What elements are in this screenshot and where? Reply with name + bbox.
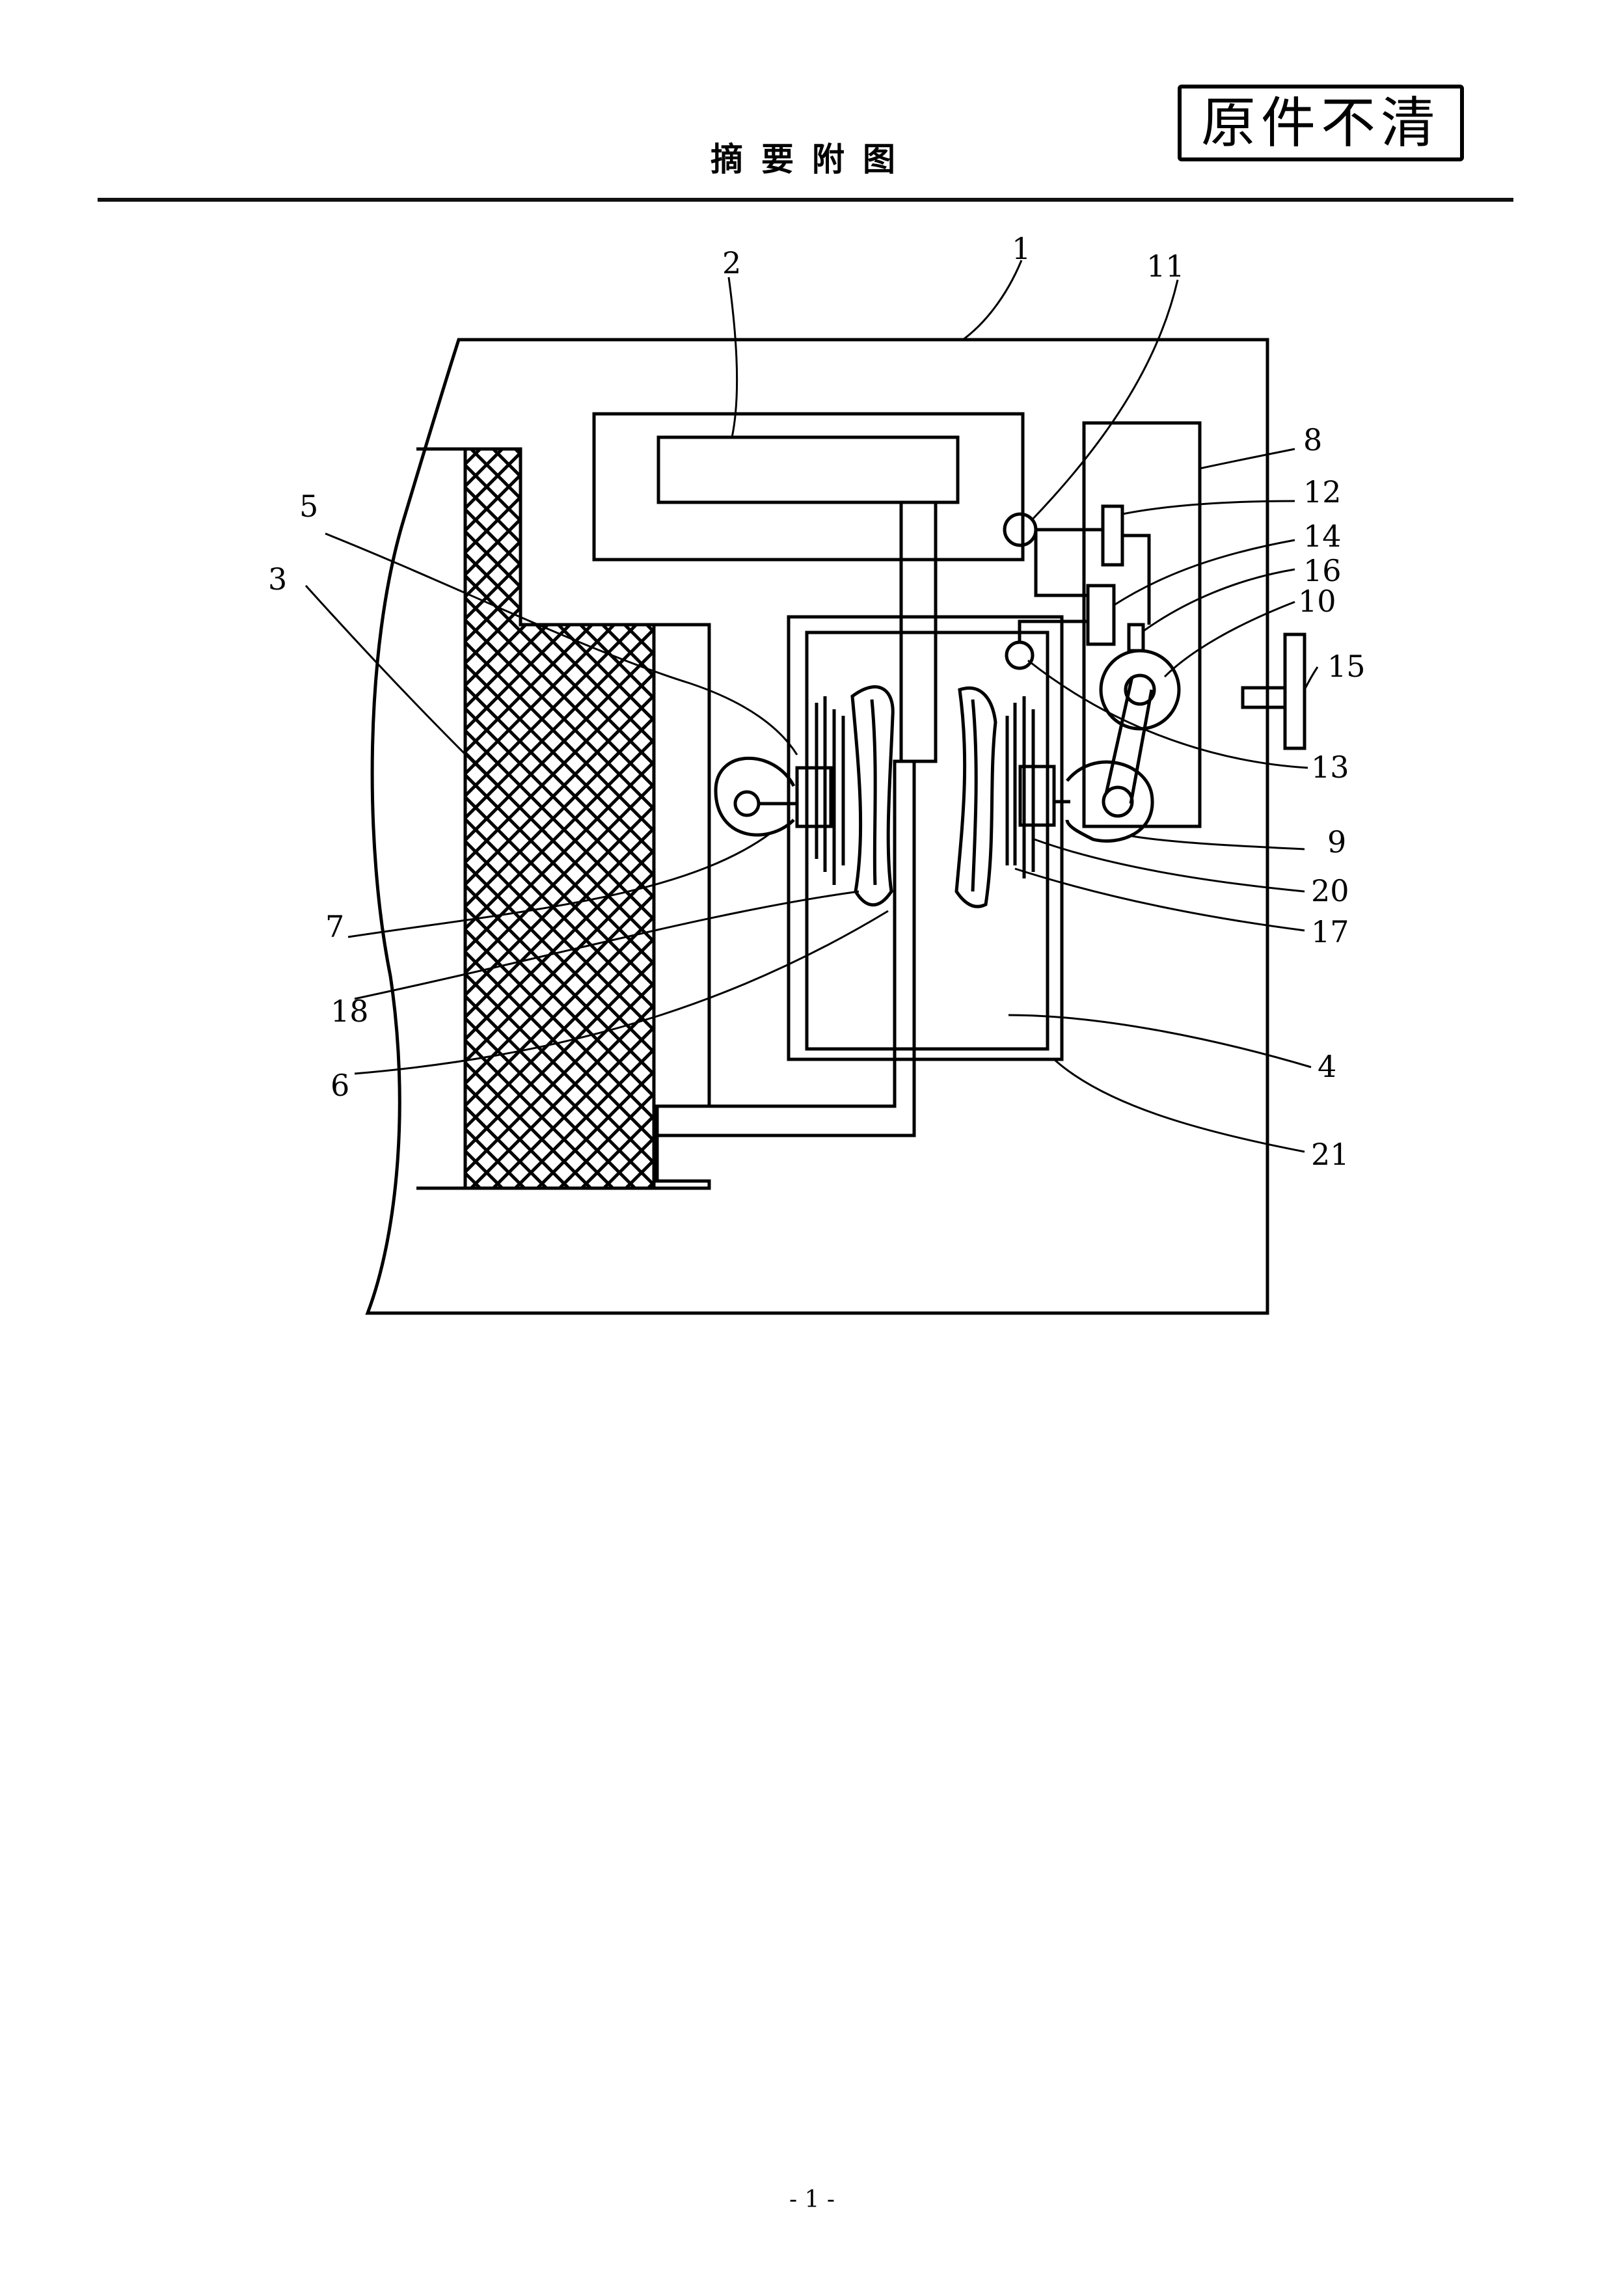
callout-11: 11 [1146, 249, 1185, 284]
sensor-11 [1003, 512, 1038, 547]
callout-8: 8 [1303, 422, 1322, 457]
page-number: - 1 - [789, 2186, 835, 2213]
stamp-original-unclear: 原件不清 [1178, 85, 1464, 161]
cam-7-hub [733, 790, 761, 817]
callout-4: 4 [1318, 1049, 1336, 1084]
callout-16: 16 [1303, 553, 1342, 588]
control-panel-8 [1082, 421, 1202, 828]
sensor-13 [1005, 640, 1035, 670]
callout-6: 6 [331, 1068, 349, 1103]
callout-1: 1 [1012, 231, 1031, 266]
bristles-left [815, 696, 845, 885]
callout-2: 2 [722, 245, 741, 280]
callout-7: 7 [325, 909, 344, 944]
page-title: 摘要附图 [710, 141, 914, 178]
callout-17: 17 [1311, 914, 1349, 949]
sensor-11-wires [1034, 528, 1151, 625]
callout-9: 9 [1327, 824, 1346, 860]
callout-10: 10 [1298, 584, 1336, 619]
outer-chamber-21 [787, 615, 1064, 1061]
handle-bar-15 [1241, 686, 1287, 709]
callout-14: 14 [1303, 519, 1342, 554]
callout-15: 15 [1327, 649, 1366, 684]
outer-housing-1 [365, 338, 1269, 1315]
curved-arm-6 [850, 685, 895, 907]
upper-plate-2 [656, 435, 960, 504]
bristles-right [1005, 696, 1035, 878]
curved-arm-17 [954, 686, 997, 908]
callout-18: 18 [331, 994, 369, 1029]
groove-17 [971, 699, 978, 892]
cam-7 [714, 756, 796, 837]
clamp-right [1018, 765, 1056, 827]
cam-9 [1065, 760, 1154, 843]
sensor-13-wire [1018, 619, 1088, 642]
link-arm [1104, 676, 1154, 804]
inner-chamber-4 [805, 631, 1049, 1051]
component-12 [1101, 504, 1124, 567]
callout-5: 5 [299, 489, 318, 524]
callout-12: 12 [1303, 474, 1342, 509]
component-16 [1127, 623, 1145, 653]
top-frame [592, 412, 1025, 562]
component-14 [1086, 584, 1116, 646]
pipe-route [657, 759, 916, 1137]
groove-18 [870, 699, 877, 886]
wheel-10 [1099, 649, 1181, 731]
wheel-10-hub [1124, 673, 1156, 706]
handle-post-15 [1283, 632, 1306, 750]
clamp-left [795, 766, 833, 828]
callout-21: 21 [1311, 1137, 1349, 1172]
leader-lines [304, 260, 1319, 1153]
callout-3: 3 [268, 562, 287, 597]
callout-20: 20 [1311, 873, 1349, 908]
callout-13: 13 [1311, 750, 1349, 785]
header-divider [98, 198, 1513, 202]
